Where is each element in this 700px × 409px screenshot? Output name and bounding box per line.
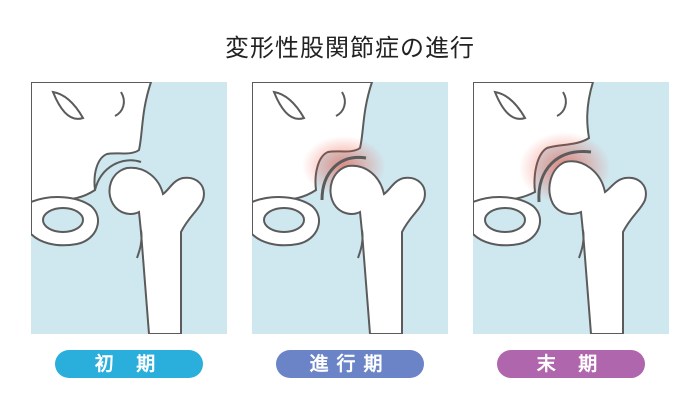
femur-bone: [108, 166, 205, 334]
stage-label-late: 末 期: [497, 350, 645, 378]
stage-label-progressive: 進行期: [276, 350, 424, 378]
panel-late-stage: [473, 82, 669, 334]
hip-joint-early-illustration: [31, 82, 227, 334]
joint-line: [537, 150, 592, 203]
diagram-title: 変形性股関節症の進行: [225, 34, 475, 62]
joint-line: [320, 155, 367, 201]
stage-label-early: 初 期: [55, 350, 203, 378]
hip-joint-progressive-illustration: [252, 82, 448, 334]
panel-progressive-stage: [252, 82, 448, 334]
hip-joint-late-illustration: [473, 82, 669, 334]
panel-early-stage: [31, 82, 227, 334]
